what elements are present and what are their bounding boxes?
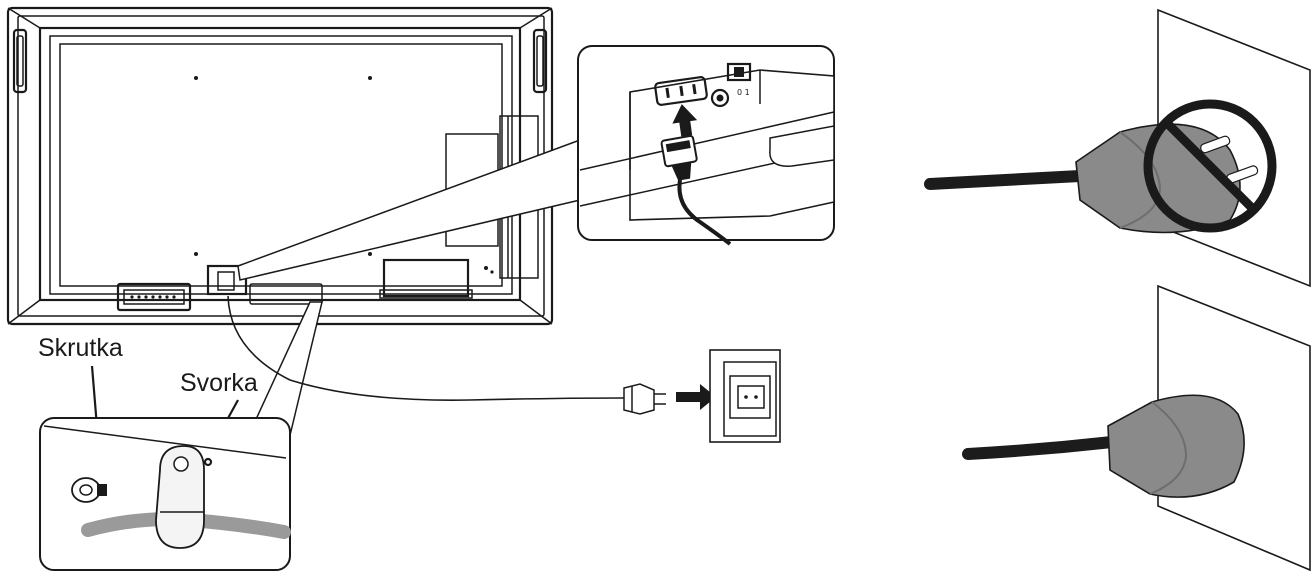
clamp-label: Svorka: [180, 369, 258, 397]
clamp-detail-callout: [39, 417, 291, 571]
arrow-right-icon: [676, 384, 716, 410]
svg-text:0 1: 0 1: [737, 88, 750, 97]
arrow-up-icon: [672, 104, 698, 137]
power-cable: [227, 295, 625, 401]
prohibition-icon: [1143, 99, 1277, 233]
correct-plug-illustration: [962, 284, 1311, 572]
incorrect-plug-illustration: [924, 8, 1311, 288]
plug-small: [623, 383, 666, 415]
monitor-rear-view: [6, 6, 554, 326]
wall-socket: [709, 349, 781, 443]
screw: [71, 477, 107, 503]
screw-label: Skrutka: [38, 334, 123, 362]
power-inlet-callout: 0 1: [577, 45, 835, 246]
